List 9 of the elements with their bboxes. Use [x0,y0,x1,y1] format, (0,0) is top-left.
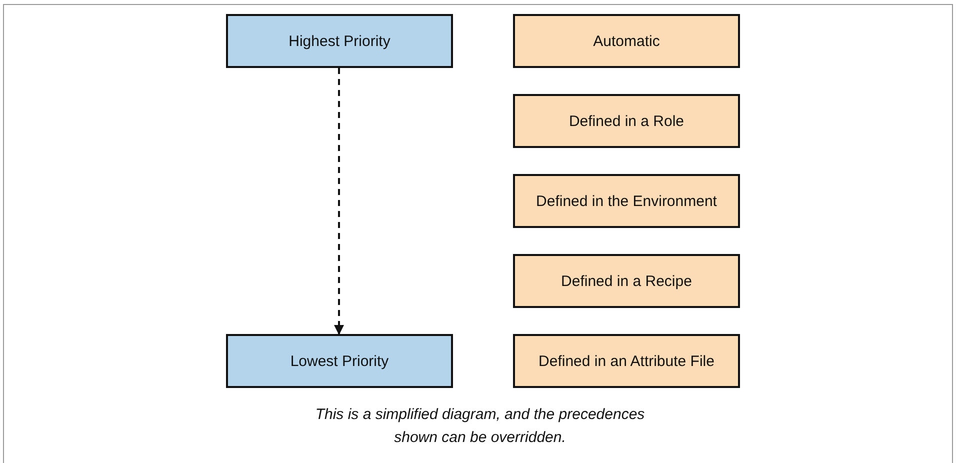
priority-box: Defined in a Role [513,94,740,148]
priority-box: Lowest Priority [226,334,453,388]
priority-box: Highest Priority [226,14,453,68]
priority-box: Defined in the Environment [513,174,740,228]
priority-box: Defined in a Recipe [513,254,740,308]
caption: This is a simplified diagram, and the precedences shown can be overridden. [314,405,646,448]
priority-box: Automatic [513,14,740,68]
arrow [334,68,344,335]
priority-box: Defined in an Attribute File [513,334,740,388]
